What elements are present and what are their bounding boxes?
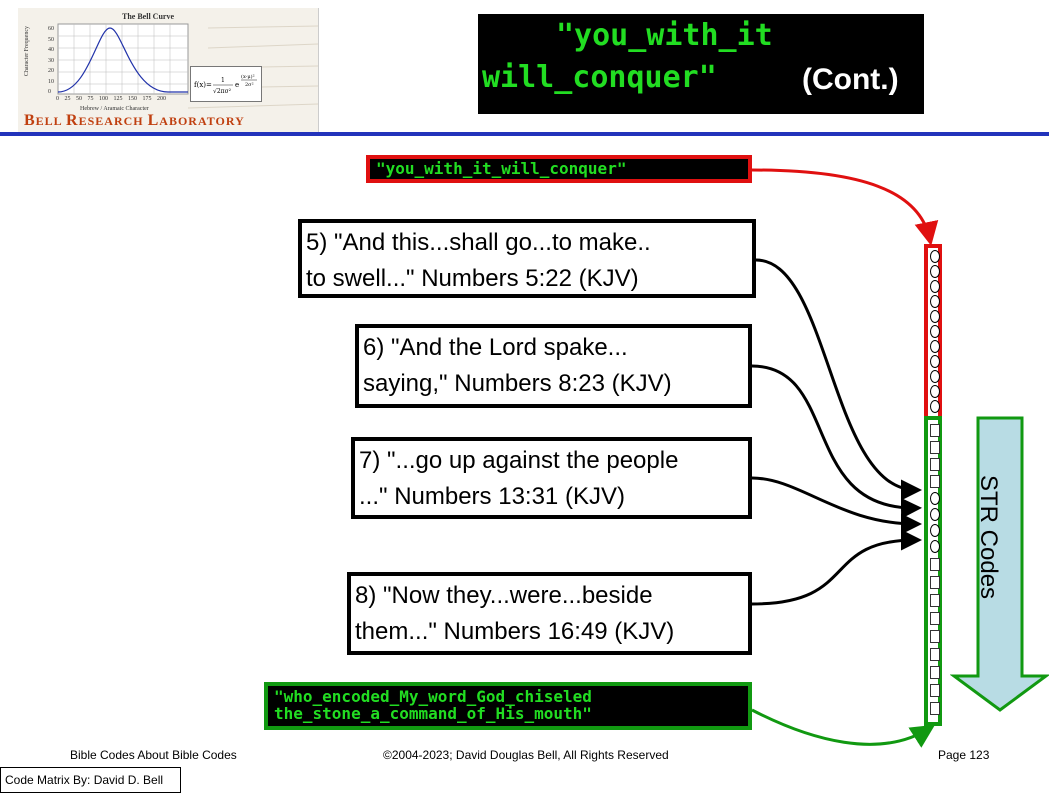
bottom-code-line-2: the_stone_a_command_of_His_mouth" [274, 704, 592, 723]
verse-6-line-2: saying," Numbers 8:23 (KJV) [363, 370, 672, 397]
letter-cell [930, 475, 940, 488]
svg-text:√2πσ²: √2πσ² [213, 88, 232, 95]
code-column-green [924, 416, 942, 726]
letter-cell [930, 648, 940, 661]
header-divider [0, 132, 1049, 136]
verse-7-line-1: 7) "...go up against the people [359, 447, 679, 474]
svg-text:(x-μ)²: (x-μ)² [241, 73, 255, 80]
verse-8-line-2: them..." Numbers 16:49 (KJV) [355, 618, 675, 645]
letter-cell [930, 702, 940, 715]
arrow-verse-6 [751, 364, 922, 519]
verse-7-line-2: ..." Numbers 13:31 (KJV) [359, 483, 625, 510]
letter-cell [930, 370, 940, 383]
letter-cell [930, 280, 940, 293]
arrow-verse-8 [751, 529, 922, 606]
letter-cell [930, 666, 940, 679]
arrow-top-code [751, 168, 939, 246]
title-cont: (Cont.) [802, 63, 899, 96]
svg-text:2σ²: 2σ² [245, 82, 254, 88]
verse-box-8: 8) "Now they...were...beside them..." Nu… [347, 572, 752, 655]
logo-x-axis-label: Hebrew / Aramaic Character [80, 106, 149, 112]
letter-cell [930, 458, 940, 471]
letter-cell [930, 250, 940, 263]
letter-cell [930, 385, 940, 398]
code-matrix-credit: Code Matrix By: David D. Bell [0, 767, 181, 793]
letter-cell [930, 612, 940, 625]
logo-x-ticks: 0 25 50 75 100 125 150 175 200 [56, 96, 166, 102]
letter-cell [930, 540, 940, 553]
letter-cell [930, 684, 940, 697]
bottom-code-label: "who_encoded_My_word_God_chiseled the_st… [264, 682, 752, 730]
top-code-label: "you_with_it_will_conquer" [366, 155, 752, 183]
letter-cell [930, 508, 940, 521]
footer-left: Bible Codes About Bible Codes [70, 748, 237, 762]
slide-title: "you_with_it will_conquer" (Cont.) [478, 14, 924, 114]
letter-cell [930, 630, 940, 643]
letter-cell [930, 524, 940, 537]
title-line-1: "you_with_it [556, 18, 773, 53]
arrow-verse-5 [755, 258, 922, 501]
verse-8-line-1: 8) "Now they...were...beside [355, 582, 653, 609]
arrow-verse-7 [751, 476, 922, 535]
letter-cell [930, 441, 940, 454]
letter-cell [930, 265, 940, 278]
letter-cell [930, 576, 940, 589]
code-column-red [924, 244, 942, 420]
arrow-bottom-code [751, 708, 936, 748]
svg-text:1: 1 [221, 77, 225, 84]
verse-box-7: 7) "...go up against the people ..." Num… [351, 437, 752, 519]
letter-cell [930, 310, 940, 323]
bottom-code-line-1: "who_encoded_My_word_God_chiseled [274, 687, 592, 706]
letter-cell [930, 558, 940, 571]
letter-cell [930, 492, 940, 505]
letter-cell [930, 355, 940, 368]
verse-5-line-1: 5) "And this...shall go...to make.. [306, 229, 651, 256]
title-line-2: will_conquer" [482, 60, 717, 95]
letter-cell [930, 424, 940, 437]
letter-cell [930, 594, 940, 607]
footer-copyright: ©2004-2023; David Douglas Bell, All Righ… [383, 748, 669, 762]
lab-name: BELL RESEARCH LABORATORY [24, 112, 245, 129]
logo-chart-graphic [57, 23, 318, 109]
letter-cell [930, 295, 940, 308]
formula-icon: f(x)= 1 √2πσ² e (x-μ)² 2σ² [194, 73, 257, 95]
page-number: Page 123 [938, 748, 990, 762]
str-codes-label: STR Codes [975, 475, 1002, 600]
str-codes-arrow-icon [950, 416, 1049, 712]
verse-5-line-2: to swell..." Numbers 5:22 (KJV) [306, 265, 639, 292]
letter-cell [930, 340, 940, 353]
svg-text:e: e [235, 81, 239, 89]
letter-cell [930, 400, 940, 413]
svg-text:f(x)=: f(x)= [194, 81, 212, 89]
verse-box-5: 5) "And this...shall go...to make.. to s… [298, 219, 756, 298]
logo-chart-title: The Bell Curve [122, 12, 174, 21]
verse-box-6: 6) "And the Lord spake... saying," Numbe… [355, 324, 752, 408]
letter-cell [930, 325, 940, 338]
bell-curve-formula-box: f(x)= 1 √2πσ² e (x-μ)² 2σ² [190, 66, 262, 102]
verse-6-line-1: 6) "And the Lord spake... [363, 334, 628, 361]
